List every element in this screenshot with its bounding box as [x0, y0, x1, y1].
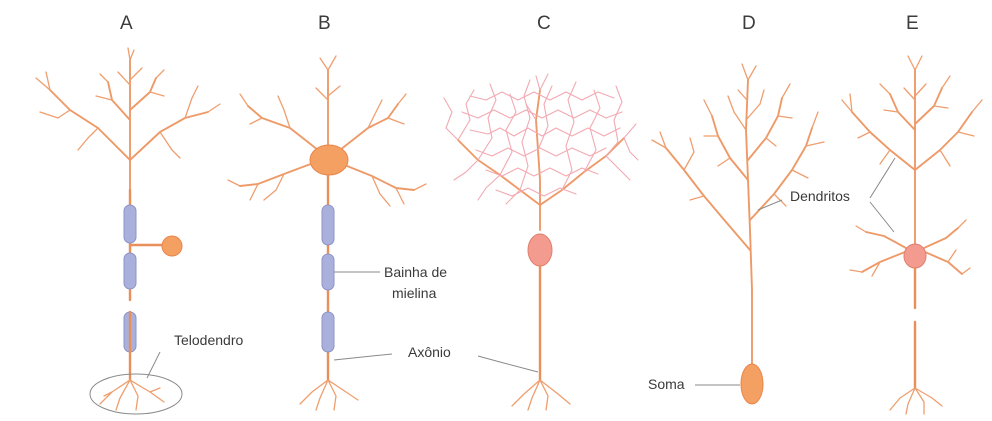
neuron-d-soma	[741, 364, 763, 404]
neuron-b-myelin	[322, 205, 334, 245]
neuron-e	[842, 56, 982, 414]
neuron-a	[36, 48, 220, 414]
label-telodendro: Telodendro	[174, 332, 243, 348]
neuron-e-dendrites	[842, 56, 982, 276]
neuron-a-myelin	[124, 205, 136, 243]
neuron-d	[652, 64, 824, 404]
label-bainha-de-mielina-line1: Bainha de	[384, 264, 447, 280]
label-soma: Soma	[648, 376, 685, 392]
neuron-a-dendrites	[36, 48, 220, 190]
neuron-c-dendritic-tree	[444, 74, 638, 230]
neuron-e-terminal	[890, 388, 942, 414]
neuron-a-soma	[162, 236, 182, 256]
neuron-b	[228, 56, 426, 410]
neuron-d-dendrites	[652, 64, 824, 372]
label-axonio: Axônio	[408, 344, 451, 360]
neuron-e-soma	[904, 244, 926, 268]
neuron-b-terminal	[300, 380, 358, 410]
panel-letter-b: B	[318, 13, 331, 34]
neuron-c-terminal	[512, 380, 570, 410]
neuron-c	[444, 74, 638, 410]
neuron-b-soma	[310, 145, 348, 175]
label-dendritos: Dendritos	[790, 188, 850, 204]
label-bainha-de-mielina-line2: mielina	[392, 285, 437, 301]
neuron-a-telodendron	[100, 380, 164, 410]
panel-letter-c: C	[537, 13, 551, 34]
neuron-c-soma	[528, 234, 552, 266]
panel-letter-d: D	[742, 13, 756, 34]
panel-letter-e: E	[906, 13, 919, 34]
panel-letter-a: A	[120, 13, 133, 34]
